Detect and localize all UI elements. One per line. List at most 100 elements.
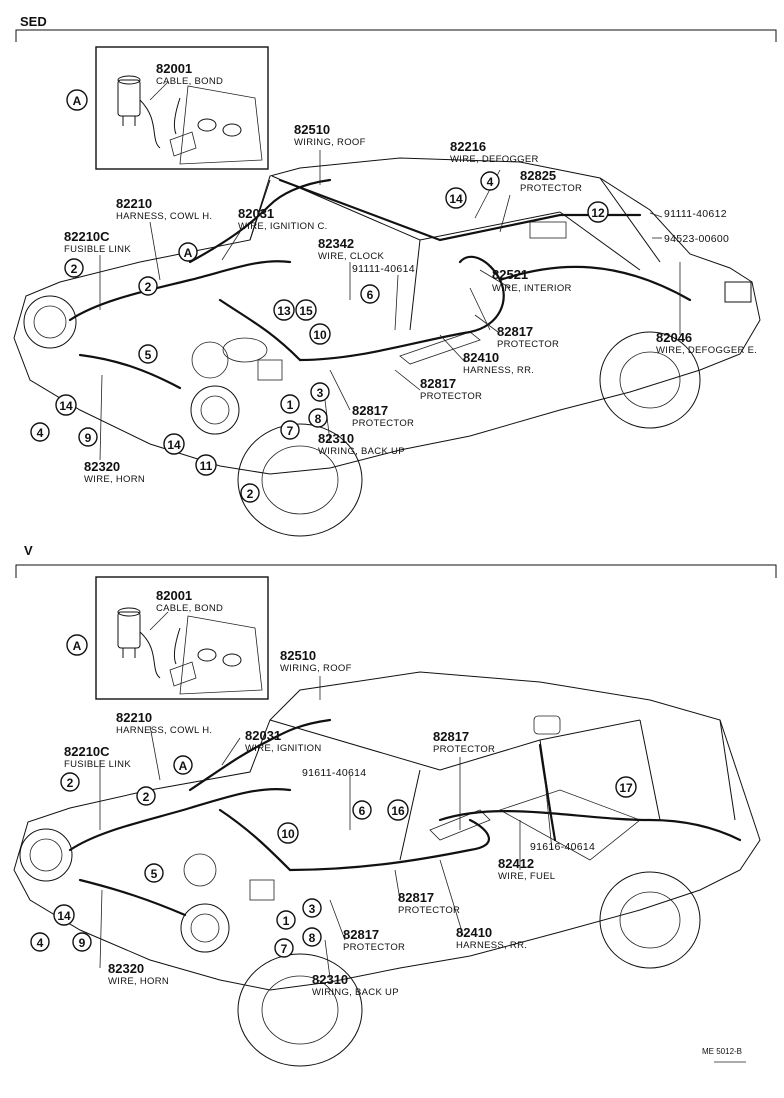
svg-text:4: 4 (37, 426, 44, 440)
inset-box-v (95, 576, 269, 700)
svg-text:A: A (179, 759, 188, 773)
part-label-82310-v: 82310 WIRING, BACK UP (312, 972, 399, 998)
callout-14: 14 (53, 904, 75, 926)
svg-text:WIRE, DEFOGGER E.: WIRE, DEFOGGER E. (656, 345, 757, 356)
svg-text:PROTECTOR: PROTECTOR (352, 418, 414, 429)
svg-text:PROTECTOR: PROTECTOR (420, 391, 482, 402)
svg-text:HARNESS, COWL H.: HARNESS, COWL H. (116, 211, 212, 222)
part-label-82817-c-sed: 82817 PROTECTOR (352, 403, 414, 429)
svg-text:WIRING, ROOF: WIRING, ROOF (280, 663, 352, 674)
part-label-91611-40614-v: 91611-40614 (302, 767, 366, 779)
part-label-82320-sed: 82320 WIRE, HORN (84, 459, 145, 485)
svg-text:PROTECTOR: PROTECTOR (398, 905, 460, 916)
part-label-82510-v: 82510 WIRING, ROOF (280, 648, 352, 674)
svg-text:WIRE, IGNITION: WIRE, IGNITION (245, 743, 322, 754)
svg-text:94523-00600: 94523-00600 (664, 233, 729, 245)
svg-text:WIRING, BACK UP: WIRING, BACK UP (318, 446, 405, 457)
svg-text:15: 15 (299, 304, 313, 318)
svg-text:82320: 82320 (108, 961, 144, 976)
svg-text:82001: 82001 (156, 588, 192, 603)
svg-text:WIRE, IGNITION C.: WIRE, IGNITION C. (238, 221, 328, 232)
svg-text:A: A (73, 94, 82, 108)
document-code: ME 5012-B (702, 1047, 742, 1056)
svg-text:9: 9 (85, 431, 92, 445)
inset-detail-v (117, 607, 263, 695)
svg-text:1: 1 (287, 398, 294, 412)
svg-text:16: 16 (391, 804, 405, 818)
svg-text:14: 14 (57, 909, 71, 923)
inset-marker-sed: A (66, 89, 88, 111)
callout-14: 14 (445, 187, 467, 209)
inset-marker-v: A (66, 634, 88, 656)
svg-text:WIRE, HORN: WIRE, HORN (84, 474, 145, 485)
part-label-82001-sed: 82001 CABLE, BOND (156, 61, 223, 87)
callout-2: 2 (60, 772, 80, 792)
part-label-82310-sed: 82310 WIRING, BACK UP (318, 431, 405, 457)
inset-detail-sed (117, 75, 263, 165)
part-label-82320-v: 82320 WIRE, HORN (108, 961, 169, 987)
svg-text:A: A (184, 246, 193, 260)
part-label-82817-a-v: 82817 PROTECTOR (433, 729, 495, 755)
callout-2: 2 (240, 483, 260, 503)
callout-17: 17 (615, 776, 637, 798)
part-label-82210c-v: 82210C FUSIBLE LINK (64, 744, 131, 770)
part-label-94523-00600-sed: 94523-00600 (664, 233, 729, 245)
svg-text:13: 13 (277, 304, 291, 318)
svg-text:82310: 82310 (318, 431, 354, 446)
svg-text:4: 4 (37, 936, 44, 950)
part-label-82410-sed: 82410 HARNESS, RR. (463, 350, 534, 376)
part-label-82210c-sed: 82210C FUSIBLE LINK (64, 229, 131, 255)
callout-2: 2 (136, 786, 156, 806)
svg-text:17: 17 (619, 781, 633, 795)
svg-text:82210: 82210 (116, 196, 152, 211)
callout-8: 8 (308, 408, 328, 428)
section-divider-v (15, 564, 777, 578)
part-label-82825-sed: 82825 PROTECTOR (520, 168, 582, 194)
callout-4: 4 (30, 932, 50, 952)
svg-text:WIRE, HORN: WIRE, HORN (108, 976, 169, 987)
section-divider-sed (15, 29, 777, 42)
svg-text:82510: 82510 (294, 122, 330, 137)
svg-text:2: 2 (71, 262, 78, 276)
callout-14: 14 (55, 394, 77, 416)
part-label-82817-b-sed: 82817 PROTECTOR (420, 376, 482, 402)
svg-text:82817: 82817 (398, 890, 434, 905)
callout-13: 13 (273, 299, 295, 321)
svg-text:8: 8 (309, 931, 316, 945)
svg-text:CABLE, BOND: CABLE, BOND (156, 76, 223, 87)
callout-7: 7 (280, 420, 300, 440)
svg-text:CABLE, BOND: CABLE, BOND (156, 603, 223, 614)
svg-text:2: 2 (145, 280, 152, 294)
svg-text:91611-40614: 91611-40614 (302, 767, 366, 779)
svg-text:A: A (73, 639, 82, 653)
callout-2: 2 (138, 276, 158, 296)
part-label-82210-sed: 82210 HARNESS, COWL H. (116, 196, 212, 222)
svg-text:82210C: 82210C (64, 744, 110, 759)
svg-text:82817: 82817 (497, 324, 533, 339)
part-label-82817-b-v: 82817 PROTECTOR (398, 890, 460, 916)
svg-text:82410: 82410 (463, 350, 499, 365)
van-labels: 82001 CABLE, BOND 82510 WIRING, ROOF 822… (64, 588, 595, 998)
part-label-91616-40614-v: 91616-40614 (530, 841, 595, 853)
svg-text:82320: 82320 (84, 459, 120, 474)
svg-text:12: 12 (591, 206, 605, 220)
svg-text:82342: 82342 (318, 236, 354, 251)
part-label-82031-v: 82031 WIRE, IGNITION (245, 728, 322, 754)
svg-text:WIRE, CLOCK: WIRE, CLOCK (318, 251, 384, 262)
inset-marker-A-on-car-sed: A (178, 242, 198, 262)
svg-text:2: 2 (67, 776, 74, 790)
svg-text:FUSIBLE LINK: FUSIBLE LINK (64, 759, 131, 770)
sedan-body (13, 157, 761, 537)
svg-text:14: 14 (449, 192, 463, 206)
svg-text:PROTECTOR: PROTECTOR (520, 183, 582, 194)
callout-6: 6 (352, 800, 372, 820)
part-label-82001-v: 82001 CABLE, BOND (156, 588, 223, 614)
svg-text:7: 7 (281, 942, 288, 956)
callout-9: 9 (78, 427, 98, 447)
van-leaders (99, 611, 553, 979)
svg-text:PROTECTOR: PROTECTOR (497, 339, 559, 350)
svg-text:HARNESS, RR.: HARNESS, RR. (456, 940, 527, 951)
svg-text:82825: 82825 (520, 168, 556, 183)
callout-9: 9 (72, 932, 92, 952)
